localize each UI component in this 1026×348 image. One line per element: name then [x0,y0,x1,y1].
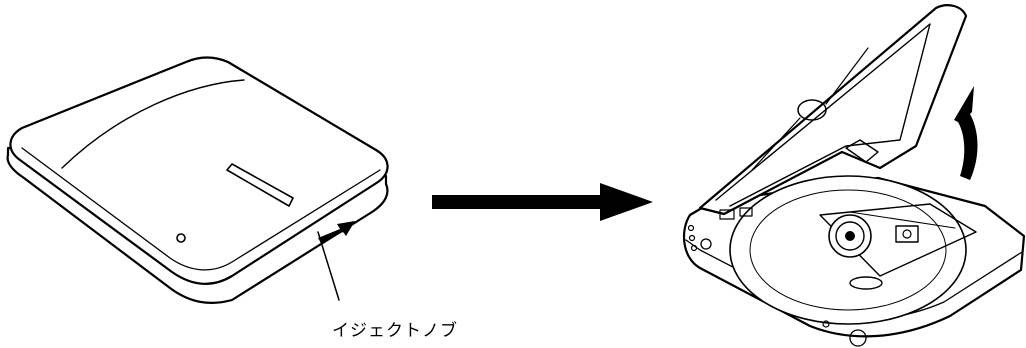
closed-drive [6,56,389,304]
closed-drive-slot [226,163,294,207]
bottom-screw [822,320,830,328]
closed-drive-bevel [21,147,381,271]
tray-cutout [849,276,883,290]
indicator-led [176,233,186,243]
front-port-4 [700,238,712,250]
pickup-rail-line [849,211,956,229]
eject-knob-label: イジェクトノブ [332,321,458,341]
pickup-rail [819,203,977,277]
front-port-3 [690,244,698,252]
open-drive [683,4,1026,347]
transition-arrow [432,183,653,221]
eject-knob-leader [317,231,340,301]
front-port-1 [687,224,695,232]
lid-rib [751,47,869,171]
lift-arrow [954,86,978,180]
lid-disc-seat [797,99,827,121]
closed-drive-lid [9,56,389,285]
spindle-hub [845,231,855,241]
spindle-mid [835,221,865,251]
tray-tab-2 [739,207,753,217]
closed-drive-arc [61,79,245,169]
open-drive-lid-inner [715,23,931,207]
front-port-2 [688,234,696,242]
disc-platter-inner [749,189,947,311]
pickup-lens-dot [902,229,912,239]
lid-hinge [845,139,879,163]
bottom-gear [849,329,867,347]
pickup-lens [895,225,919,243]
eject-knob-arrow [318,221,355,243]
open-drive-lid [698,4,968,216]
tray-tab-1 [719,209,735,220]
